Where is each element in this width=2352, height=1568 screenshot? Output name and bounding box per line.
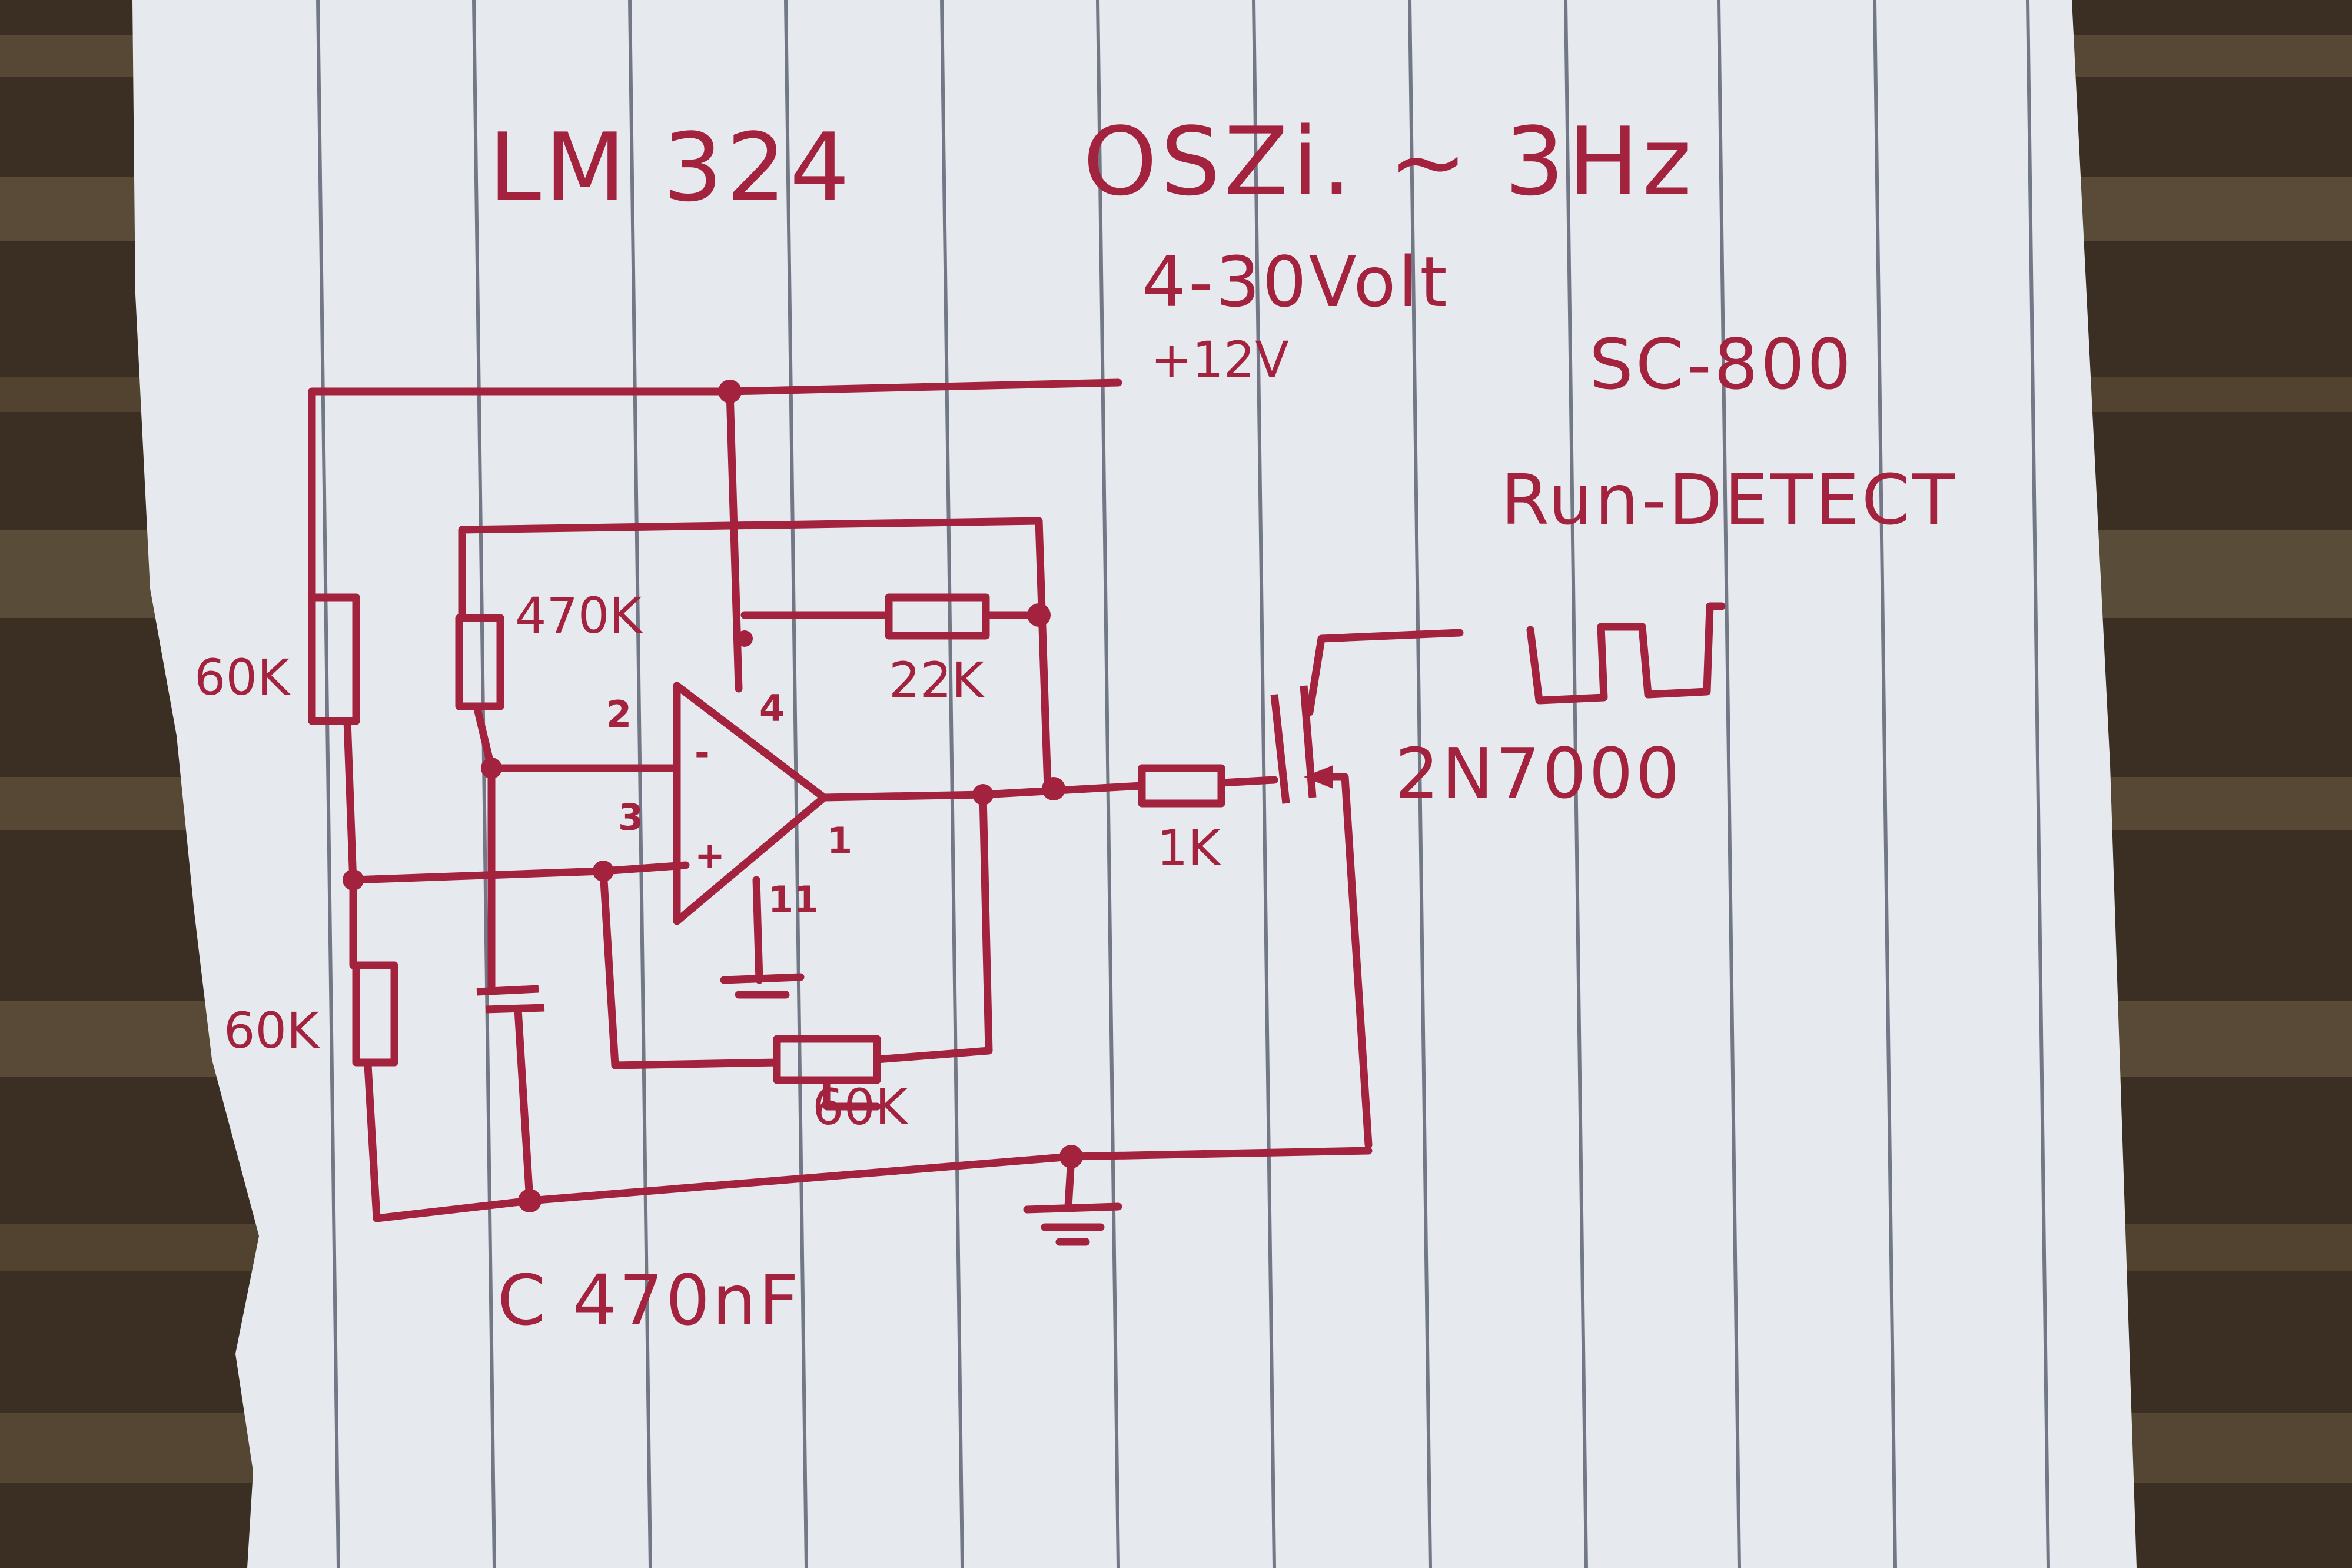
junction-output xyxy=(1042,777,1065,800)
feedback-right-wire xyxy=(873,790,993,1064)
gate-wire xyxy=(1217,776,1278,787)
opamp-plus-sign: + xyxy=(695,834,725,877)
supply-rail-wire xyxy=(308,378,1122,599)
mosfet-gate xyxy=(1270,694,1290,804)
divider-bottom-wire xyxy=(364,1061,1075,1222)
feedback-wiper xyxy=(823,1076,881,1111)
resistor-60k-feedback-label: 60K xyxy=(812,1078,909,1136)
resistor-60k-bottom-label: 60K xyxy=(224,1002,320,1059)
supply-voltage-label: +12V xyxy=(1151,331,1289,388)
opamp-pin-3: 3 xyxy=(618,796,643,839)
junction-plus xyxy=(593,861,614,882)
junction-vcc xyxy=(736,630,753,647)
opamp-pin-11: 11 xyxy=(768,878,819,921)
resistor-60k-top-label: 60K xyxy=(194,649,291,706)
chip-title: LM 324 xyxy=(489,112,853,222)
ground-rail-wire xyxy=(1067,1147,1373,1161)
opamp-ground-wire xyxy=(752,876,763,984)
opamp-triangle xyxy=(673,682,828,925)
oscillator-note: OSZi. ~ 3Hz xyxy=(1083,107,1695,217)
opamp-pin-1: 1 xyxy=(827,819,852,862)
junction-minus xyxy=(481,758,502,779)
sc800-label: SC-800 xyxy=(1589,324,1853,405)
resistor-22k-label: 22K xyxy=(889,652,985,709)
schematic: 22K 60K 60K 470K C 470nF - + 2 3 4 1 11 xyxy=(194,378,1726,1341)
feedback-wire xyxy=(599,867,781,1069)
junction-22k xyxy=(1027,603,1051,627)
junction-cap-ground xyxy=(518,1189,542,1212)
resistor-1k-label: 1K xyxy=(1157,819,1221,877)
junction-feedback xyxy=(972,784,994,805)
junction-supply xyxy=(718,380,742,403)
opamp-minus-sign: - xyxy=(695,731,710,774)
resistor-60k-top xyxy=(308,593,360,725)
paper-rules xyxy=(316,0,2050,1568)
resistor-60k-bottom xyxy=(352,961,398,1067)
mosfet-label: 2N7000 xyxy=(1395,733,1682,814)
capacitor-label: C 470nF xyxy=(497,1260,801,1341)
square-wave-icon xyxy=(1526,602,1726,705)
run-detect-label: Run-DETECT xyxy=(1501,459,1957,540)
mosfet-drain-wire xyxy=(1305,629,1464,716)
resistor-22k xyxy=(885,593,990,640)
resistor-470k-label: 470K xyxy=(515,587,643,645)
supply-range-label: 4-30Volt xyxy=(1142,241,1450,323)
capacitor-ground-wire xyxy=(514,1005,534,1205)
opamp-pin-2: 2 xyxy=(606,693,632,736)
opamp-ground-symbol xyxy=(720,973,805,984)
junction-divider xyxy=(343,869,364,891)
mosfet-arrow xyxy=(1304,765,1333,789)
junction-ground xyxy=(1059,1145,1083,1168)
470k-supply-wire xyxy=(458,517,1052,793)
opamp-pin-4: 4 xyxy=(759,687,785,730)
capacitor-plate-top xyxy=(476,985,539,996)
ground-symbol-1 xyxy=(1023,1202,1122,1214)
